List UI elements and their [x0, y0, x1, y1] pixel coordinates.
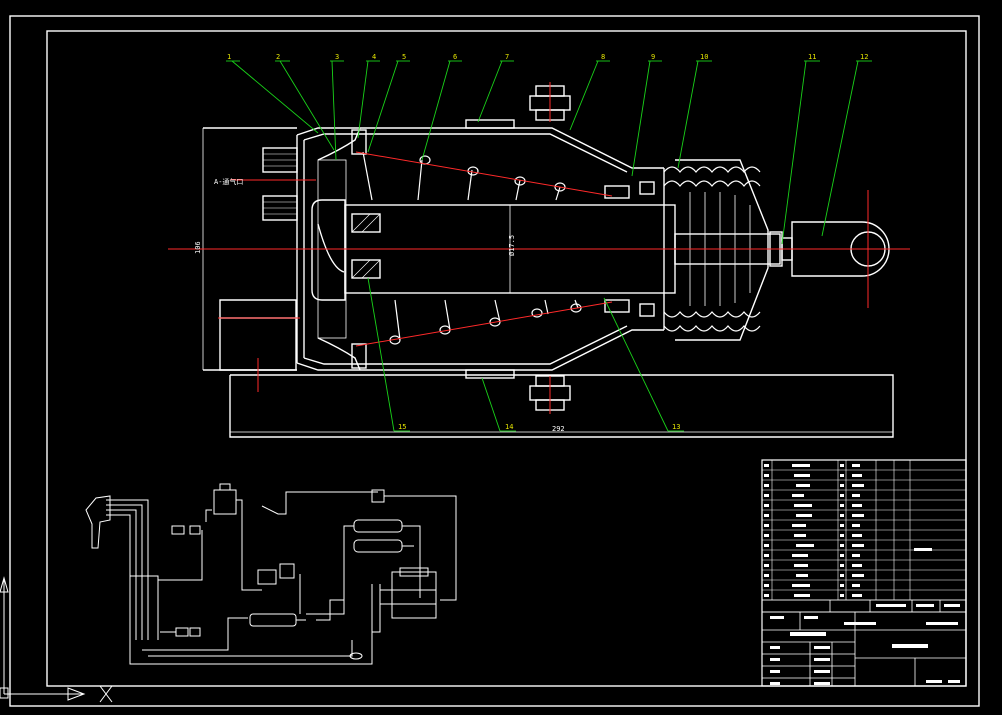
bom-cell-mark: [764, 574, 769, 577]
bom-cell-mark: [794, 474, 810, 477]
bom-cell-mark: [914, 548, 932, 551]
bom-cell-mark: [792, 524, 806, 527]
part-label-13: 13: [672, 423, 680, 431]
bom-cell-mark: [852, 594, 862, 597]
part-label-10: 10: [700, 53, 708, 61]
bom-cell-mark: [792, 494, 804, 497]
bom-cell-mark: [840, 514, 844, 517]
bom-cell-mark: [764, 544, 769, 547]
part-label-14: 14: [505, 423, 513, 431]
bom-cell-mark: [840, 574, 844, 577]
part-label-12: 12: [860, 53, 868, 61]
bom-cell-mark: [796, 574, 808, 577]
bom-cell-mark: [796, 544, 814, 547]
bom-cell-mark: [764, 474, 769, 477]
bom-cell-mark: [764, 554, 769, 557]
bom-cell-mark: [764, 484, 769, 487]
bom-cell-mark: [764, 524, 769, 527]
part-label-15: 15: [398, 423, 406, 431]
part-label-11: 11: [808, 53, 816, 61]
part-label-9: 9: [651, 53, 655, 61]
air-spring-assembly: 292 106 Ø17.5 A-通气口: [168, 82, 910, 438]
bom-cell-mark: [764, 564, 769, 567]
bom-cell-mark: [794, 594, 810, 597]
bellows-boot: [663, 159, 769, 341]
bom-cell-mark: [840, 534, 844, 537]
axis-symbol: [0, 576, 113, 703]
bom-cell-mark: [852, 564, 862, 567]
bom-cell-mark: [852, 504, 862, 507]
bom-cell-mark: [840, 494, 844, 497]
bom-cell-mark: [764, 514, 769, 517]
bom-cell-mark: [840, 544, 844, 547]
bom-cell-mark: [840, 504, 844, 507]
part-label-3: 3: [335, 53, 339, 61]
bom-cell-mark: [840, 554, 844, 557]
part-callouts: 1 2 3 4 5 6 7 8 9 10 11 12 13 14 15: [226, 53, 872, 432]
bom-cell-mark: [764, 594, 769, 597]
bom-cell-mark: [840, 584, 844, 587]
bom-cell-mark: [852, 524, 860, 527]
bom-cell-mark: [852, 514, 864, 517]
bom-cell-mark: [764, 464, 769, 467]
bom-cell-mark: [840, 484, 844, 487]
bom-cell-mark: [794, 504, 812, 507]
bom-cell-mark: [852, 584, 860, 587]
bom-table: [761, 460, 967, 601]
bom-cell-mark: [764, 584, 769, 587]
bom-cell-mark: [840, 594, 844, 597]
outer-frame: [9, 15, 980, 707]
bom-cell-mark: [852, 544, 864, 547]
part-label-7: 7: [505, 53, 509, 61]
spring-coils: [362, 151, 582, 345]
title-block-marks: [770, 604, 960, 685]
part-label-8: 8: [601, 53, 605, 61]
bom-cell-mark: [852, 484, 864, 487]
part-label-5: 5: [402, 53, 406, 61]
part-label-2: 2: [276, 53, 280, 61]
bom-cell-mark: [794, 534, 806, 537]
bom-cell-mark: [840, 474, 844, 477]
bom-cell-mark: [792, 464, 810, 467]
title-block: [761, 459, 967, 687]
dim-rod-text: Ø17.5: [508, 235, 516, 256]
dim-length-text: 292: [552, 425, 565, 433]
bom-cell-mark: [852, 474, 862, 477]
bom-cell-mark: [794, 564, 808, 567]
bom-cell-mark: [852, 494, 860, 497]
bom-cell-mark: [840, 564, 844, 567]
bom-cell-mark: [792, 584, 810, 587]
seal-hatch: [351, 129, 381, 369]
bom-cell-mark: [852, 554, 860, 557]
part-label-4: 4: [372, 53, 376, 61]
bom-cell-mark: [796, 484, 810, 487]
bom-cell-mark: [792, 554, 808, 557]
bom-cell-mark: [796, 514, 812, 517]
port-label-text: A-通气口: [214, 177, 243, 186]
bom-cell-mark: [852, 534, 862, 537]
bom-cell-mark: [764, 504, 769, 507]
bom-cell-mark: [764, 534, 769, 537]
dim-height-text: 106: [194, 241, 202, 254]
bom-cell-mark: [852, 464, 860, 467]
bom-cell-mark: [840, 524, 844, 527]
bom-cell-mark: [852, 574, 864, 577]
part-label-1: 1: [227, 53, 231, 61]
pneumatic-schematic: [85, 483, 457, 665]
bom-cell-mark: [840, 464, 844, 467]
part-label-6: 6: [453, 53, 457, 61]
inner-frame: [46, 30, 967, 687]
bom-cell-mark: [764, 494, 769, 497]
